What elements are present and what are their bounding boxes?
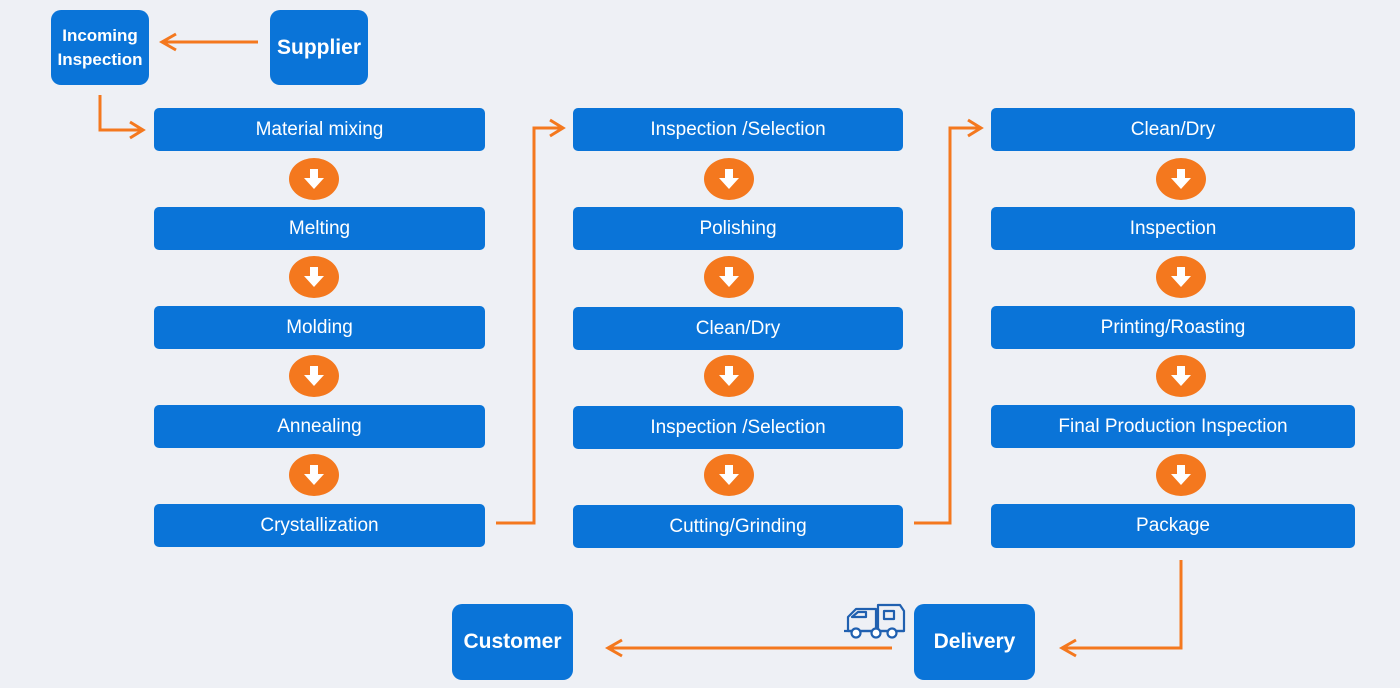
step-melting: Melting bbox=[154, 207, 485, 250]
down-arrow-icon bbox=[289, 158, 339, 200]
down-arrow-icon bbox=[704, 158, 754, 200]
down-arrow-icon bbox=[1156, 256, 1206, 298]
step-annealing: Annealing bbox=[154, 405, 485, 448]
truck-icon bbox=[844, 603, 906, 639]
step-material-mixing: Material mixing bbox=[154, 108, 485, 151]
down-arrow-icon bbox=[289, 256, 339, 298]
delivery-box: Delivery bbox=[914, 604, 1035, 680]
step-polishing: Polishing bbox=[573, 207, 903, 250]
down-arrow-icon bbox=[1156, 454, 1206, 496]
step-clean-dry-2: Clean/Dry bbox=[991, 108, 1355, 151]
incoming-inspection-box: Incoming Inspection bbox=[51, 10, 149, 85]
customer-box: Customer bbox=[452, 604, 573, 680]
connector-package-delivery bbox=[1062, 560, 1183, 650]
step-inspection: Inspection bbox=[991, 207, 1355, 250]
connector-incoming-mixing bbox=[98, 95, 142, 132]
step-molding: Molding bbox=[154, 306, 485, 349]
down-arrow-icon bbox=[1156, 158, 1206, 200]
step-printing-roasting: Printing/Roasting bbox=[991, 306, 1355, 349]
down-arrow-icon bbox=[704, 454, 754, 496]
down-arrow-icon bbox=[704, 256, 754, 298]
step-crystallization: Crystallization bbox=[154, 504, 485, 547]
step-final-production-inspection: Final Production Inspection bbox=[991, 405, 1355, 448]
down-arrow-icon bbox=[289, 454, 339, 496]
supplier-box: Supplier bbox=[270, 10, 368, 85]
step-package: Package bbox=[991, 504, 1355, 548]
down-arrow-icon bbox=[1156, 355, 1206, 397]
step-inspection-selection-2: Inspection /Selection bbox=[573, 406, 903, 449]
down-arrow-icon bbox=[704, 355, 754, 397]
step-inspection-selection-1: Inspection /Selection bbox=[573, 108, 903, 151]
connector-col1-col2 bbox=[496, 126, 562, 525]
step-clean-dry-1: Clean/Dry bbox=[573, 307, 903, 350]
down-arrow-icon bbox=[289, 355, 339, 397]
step-cutting-grinding: Cutting/Grinding bbox=[573, 505, 903, 548]
connector-col2-col3 bbox=[914, 126, 980, 525]
